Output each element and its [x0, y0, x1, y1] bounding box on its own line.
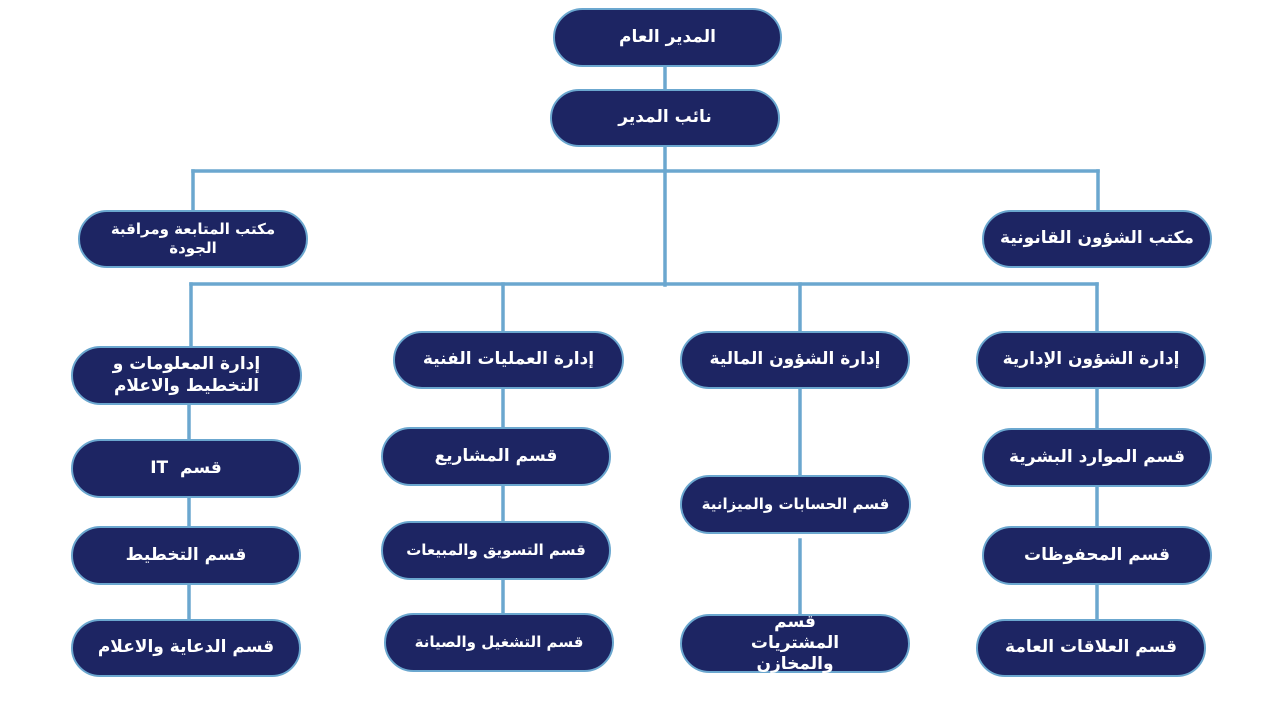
planning-section-box: قسم التخطيط [71, 526, 301, 585]
accounts-budget-section-box: قسم الحسابات والميزانية [680, 475, 911, 534]
admin-affairs-dept-box: إدارة الشؤون الإدارية [976, 331, 1206, 389]
technical-ops-dept-box: إدارة العمليات الفنية [393, 331, 624, 389]
purchases-stores-section-box: قسم المشتريات والمخازن [680, 612, 910, 674]
deputy-manager-box: نائب المدير [550, 89, 780, 147]
general-manager-box: المدير العام [553, 8, 782, 67]
info-planning-dept-box: إدارة المعلومات و التخطيط والاعلام [71, 346, 302, 405]
advertising-media-section-box: قسم الدعاية والاعلام [71, 619, 301, 677]
hr-section-box: قسم الموارد البشرية [982, 428, 1212, 487]
archives-section-box: قسم المحفوظات [982, 526, 1212, 585]
it-section-box: قسم IT [71, 439, 301, 498]
marketing-sales-section-box: قسم التسويق والمبيعات [381, 521, 611, 580]
quality-office-box: مكتب المتابعة ومراقبة الجودة [78, 210, 308, 268]
financial-affairs-dept-box: إدارة الشؤون المالية [680, 331, 910, 389]
legal-office-box: مكتب الشؤون القانونية [982, 210, 1212, 268]
projects-section-box: قسم المشاريع [381, 427, 611, 486]
public-relations-section-box: قسم العلاقات العامة [976, 619, 1206, 677]
operation-maintenance-section-box: قسم التشغيل والصيانة [384, 613, 614, 672]
